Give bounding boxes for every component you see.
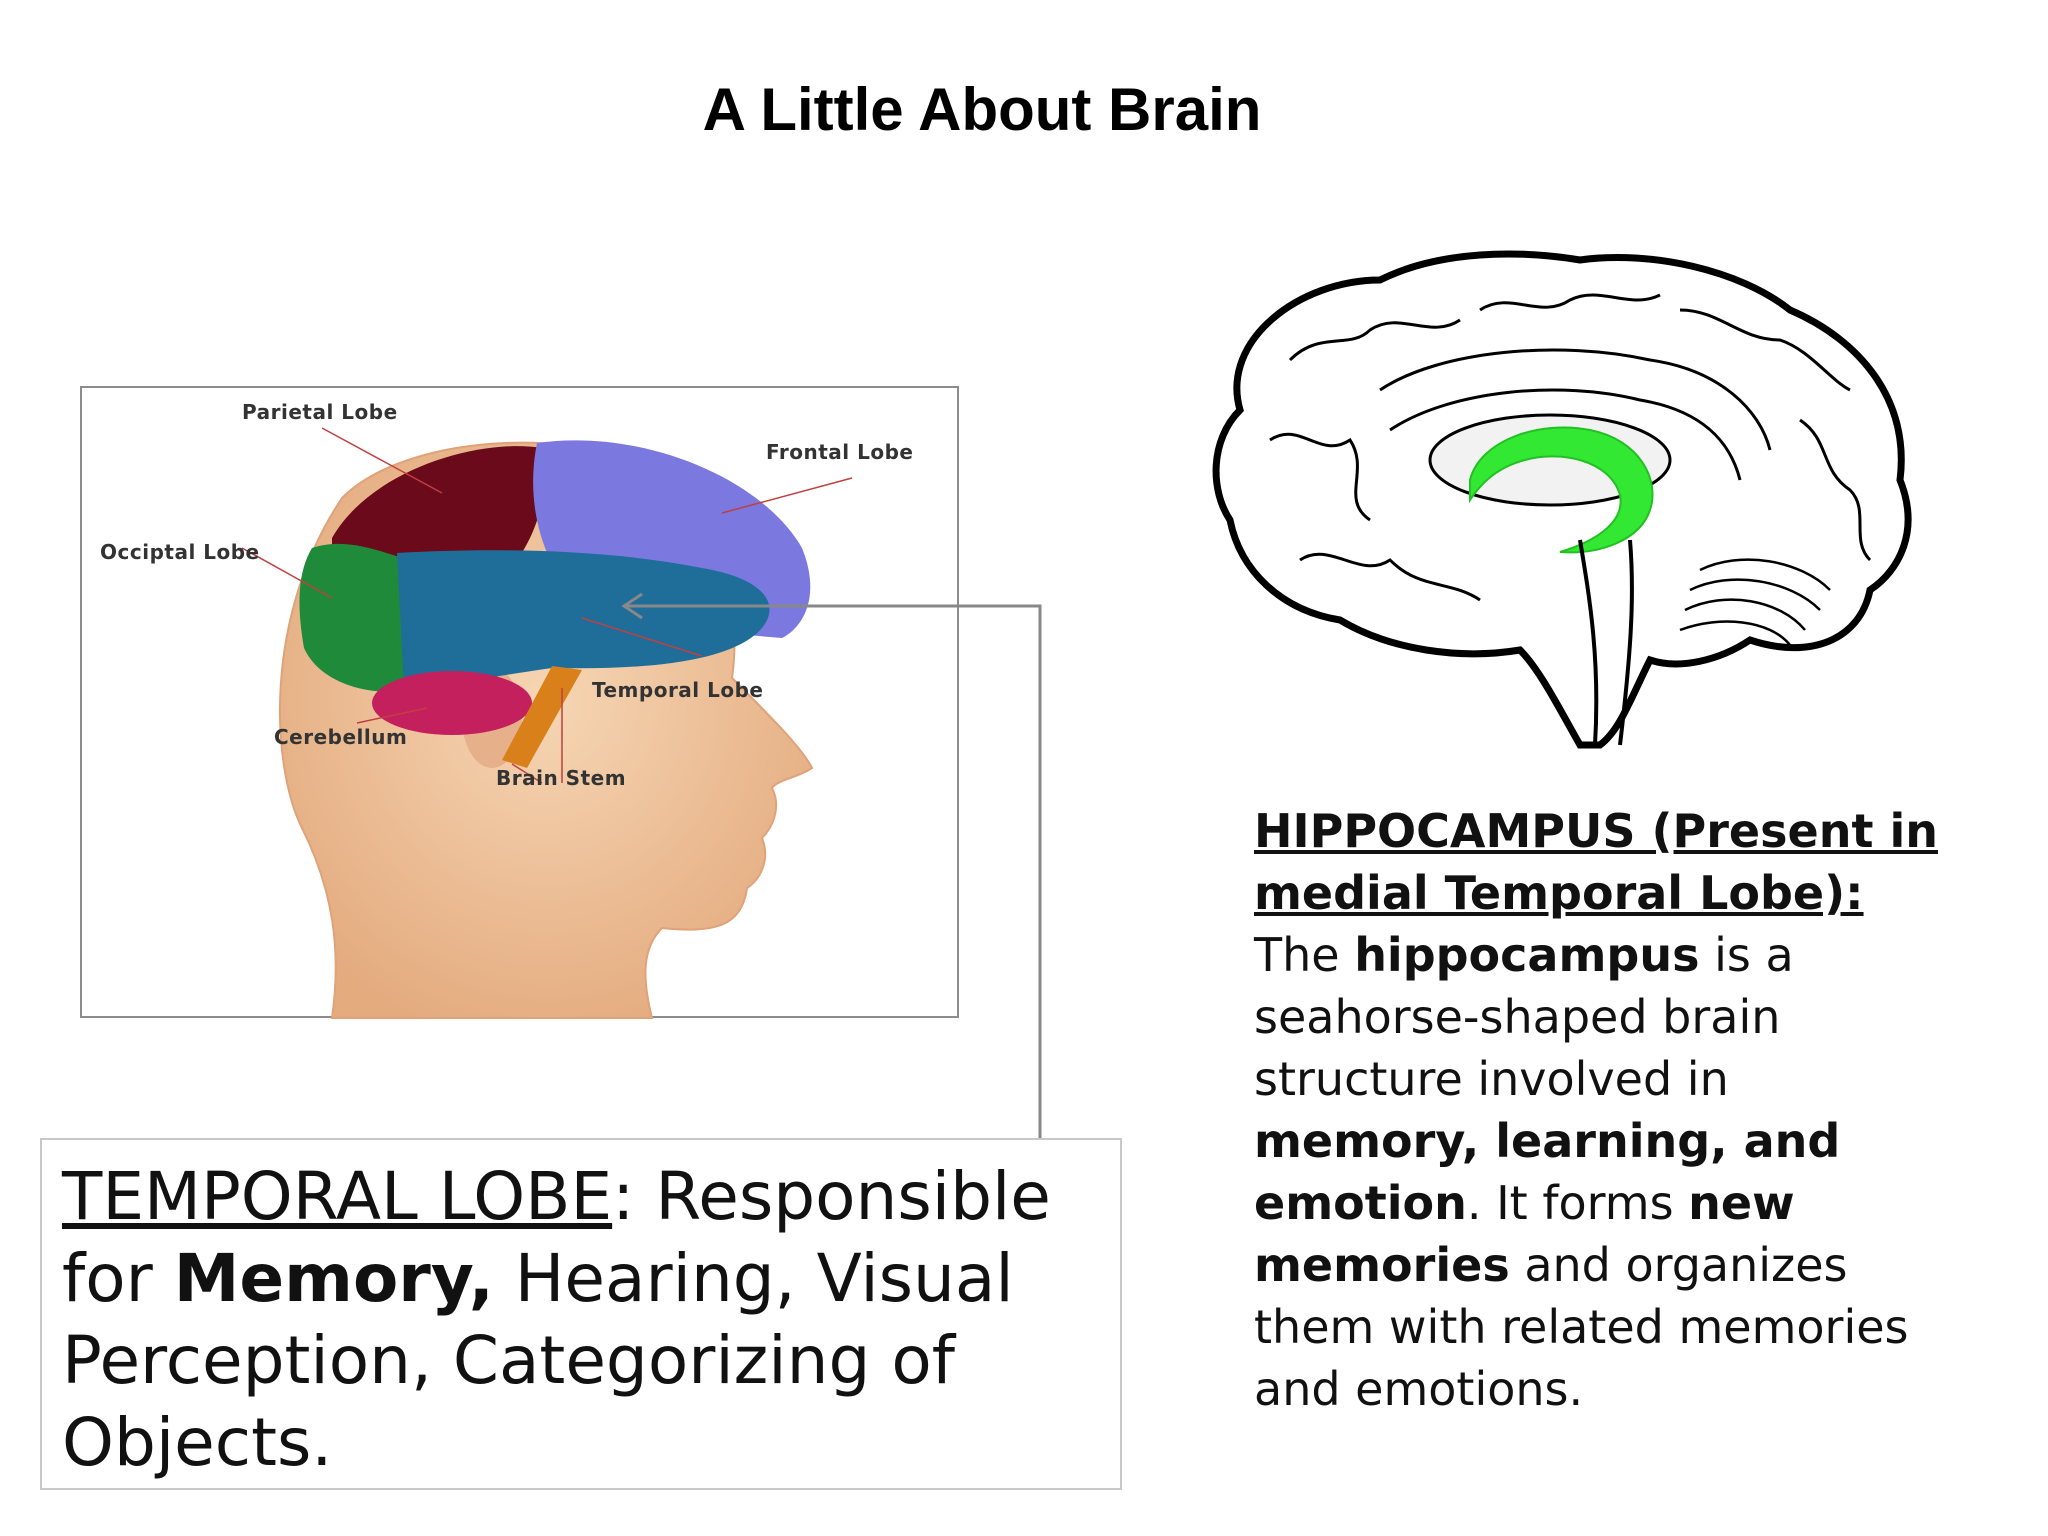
temporal-text-before: : Responsible for <box>62 1158 1051 1317</box>
hippocampus-brain-illustration <box>1212 250 1912 749</box>
slide-title: A Little About Brain <box>702 76 1262 143</box>
temporal-term: TEMPORAL LOBE <box>62 1158 613 1235</box>
temporal-emphasis: Memory, <box>173 1240 494 1317</box>
hippocampus-description: HIPPOCAMPUS (Present in medial Temporal … <box>1254 800 1954 1420</box>
hippo-text-1: The <box>1254 928 1355 982</box>
hippocampus-heading: HIPPOCAMPUS (Present in medial Temporal … <box>1254 804 1938 920</box>
label-parietal-lobe: Parietal Lobe <box>242 400 398 424</box>
hippo-text-3: . It forms <box>1466 1176 1689 1230</box>
temporal-lobe-description: TEMPORAL LOBE: Responsible for Memory, H… <box>40 1138 1122 1490</box>
hippo-bold-3: new memories <box>1254 1176 1795 1292</box>
brainstem-outline <box>1578 539 1634 746</box>
label-frontal-lobe: Frontal Lobe <box>766 440 914 464</box>
hippo-bold-1: hippocampus <box>1354 928 1700 982</box>
head-illustration <box>241 427 853 1019</box>
label-brain-stem: Brain Stem <box>496 766 627 790</box>
temporal-text-after: Hearing, Visual Perception, Categorizing… <box>62 1240 1014 1481</box>
hippo-text-2: is a seahorse-shaped brain structure inv… <box>1254 928 1794 1106</box>
label-occipital-lobe: Occiptal Lobe <box>100 540 260 564</box>
label-temporal-lobe: Temporal Lobe <box>592 678 764 702</box>
hippo-bold-2: memory, learning, and emotion <box>1254 1114 1841 1230</box>
head-lobes-diagram: Parietal Lobe Frontal Lobe Occiptal Lobe… <box>80 386 959 1019</box>
hippo-text-4: and organizes them with related memories… <box>1254 1238 1909 1416</box>
cerebellum-shape <box>372 671 532 735</box>
label-cerebellum: Cerebellum <box>274 725 408 749</box>
occipital-lobe-shape <box>299 543 412 692</box>
hippocampus-highlight <box>1469 426 1654 554</box>
